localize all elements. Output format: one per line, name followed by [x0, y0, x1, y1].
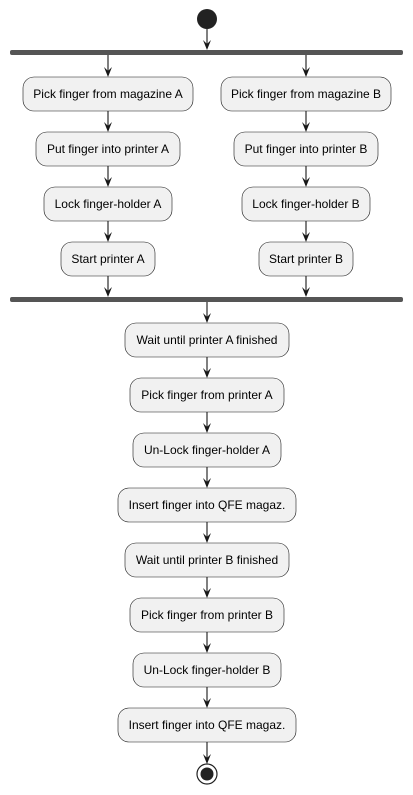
- arrowhead: [302, 177, 310, 187]
- arrowhead: [203, 754, 211, 764]
- action-node: Pick finger from magazine B: [220, 76, 392, 112]
- arrowhead: [203, 40, 211, 50]
- arrowhead: [203, 478, 211, 488]
- arrowhead: [203, 643, 211, 653]
- action-label: Lock finger-holder A: [55, 197, 162, 211]
- arrowhead: [203, 533, 211, 543]
- action-label: Insert finger into QFE magaz.: [129, 498, 286, 512]
- arrowhead: [203, 368, 211, 378]
- action-label: Wait until printer A finished: [137, 333, 278, 347]
- action-label: Start printer B: [269, 252, 343, 266]
- action-label: Pick finger from printer A: [141, 388, 272, 402]
- action-node: Wait until printer B finished: [124, 542, 290, 578]
- action-label: Start printer A: [71, 252, 144, 266]
- action-node: Start printer B: [258, 241, 354, 277]
- arrowhead: [302, 67, 310, 77]
- arrowhead: [302, 122, 310, 132]
- edges: [104, 29, 310, 764]
- action-label: Un-Lock finger-holder B: [144, 663, 271, 677]
- action-node: Lock finger-holder B: [241, 186, 371, 222]
- action-node: Wait until printer A finished: [124, 322, 290, 358]
- arrowhead: [104, 67, 112, 77]
- action-node: Insert finger into QFE magaz.: [117, 707, 297, 743]
- action-node: Un-Lock finger-holder A: [132, 432, 282, 468]
- action-label: Pick finger from magazine A: [33, 87, 182, 101]
- arrowhead: [302, 287, 310, 297]
- action-node: Insert finger into QFE magaz.: [117, 487, 297, 523]
- arrowhead: [104, 232, 112, 242]
- action-label: Put finger into printer B: [245, 142, 368, 156]
- action-node: Lock finger-holder A: [43, 186, 173, 222]
- start-node: [197, 9, 217, 29]
- arrowhead: [203, 423, 211, 433]
- arrowhead: [203, 698, 211, 708]
- arrowhead: [203, 313, 211, 323]
- action-label: Put finger into printer A: [47, 142, 169, 156]
- fork-bar: [10, 50, 403, 55]
- arrowhead: [203, 588, 211, 598]
- action-node: Start printer A: [60, 241, 156, 277]
- action-label: Un-Lock finger-holder A: [144, 443, 270, 457]
- action-node: Pick finger from printer A: [129, 377, 285, 413]
- action-node: Pick finger from printer B: [129, 597, 285, 633]
- action-node: Pick finger from magazine A: [22, 76, 194, 112]
- arrowhead: [104, 287, 112, 297]
- action-node: Put finger into printer A: [35, 131, 181, 167]
- action-node: Put finger into printer B: [233, 131, 379, 167]
- end-node: [196, 763, 218, 785]
- action-label: Insert finger into QFE magaz.: [129, 718, 286, 732]
- action-label: Pick finger from printer B: [141, 608, 273, 622]
- arrowhead: [104, 177, 112, 187]
- join-bar: [10, 297, 403, 302]
- arrowhead: [104, 122, 112, 132]
- action-label: Wait until printer B finished: [136, 553, 278, 567]
- action-label: Lock finger-holder B: [252, 197, 359, 211]
- action-label: Pick finger from magazine B: [231, 87, 381, 101]
- action-node: Un-Lock finger-holder B: [132, 652, 282, 688]
- arrowhead: [302, 232, 310, 242]
